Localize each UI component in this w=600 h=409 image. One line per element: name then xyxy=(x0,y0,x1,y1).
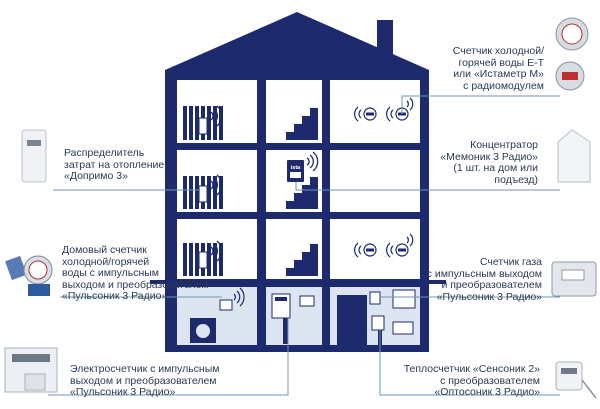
concentrator-illustration xyxy=(557,129,591,183)
heat-distributor-1 xyxy=(198,251,208,269)
water-meters-3 xyxy=(354,97,414,122)
label-water-meter: Счетчик холодной/ горячей воды Е-Т или «… xyxy=(452,45,544,92)
gas-meter-box xyxy=(392,289,416,309)
heat-meter-device xyxy=(371,315,385,331)
stairs-2 xyxy=(286,177,318,209)
concentrator-display xyxy=(290,172,301,178)
label-concentrator: Концентратор «Мемоник 3 Радио» (1 шт. на… xyxy=(440,139,538,186)
gas-converter xyxy=(369,291,381,305)
stairs-3 xyxy=(286,108,318,140)
label-heat-meter: Теплосчетчик «Сенсоник 2» с преобразоват… xyxy=(403,363,540,398)
line-heat xyxy=(379,330,560,396)
pulse-converter-basement-2 xyxy=(299,295,315,307)
water-meters-1 xyxy=(354,233,414,258)
label-electricity-meter: Электросчетчик с импульсным выходом и пр… xyxy=(70,363,220,398)
heat-distributor-2 xyxy=(198,185,208,203)
line-water-meter xyxy=(401,95,560,114)
ground-line xyxy=(150,280,446,284)
label-distributor: Распределитель затрат на отопление «Допр… xyxy=(64,147,165,182)
water-meter-illustration xyxy=(555,17,589,91)
pulse-converter-basement-1 xyxy=(219,299,233,311)
electric-riser xyxy=(283,318,288,344)
connector-lines xyxy=(48,95,560,396)
line-concentrator xyxy=(295,182,560,191)
chimney xyxy=(377,20,393,55)
stairs-1 xyxy=(286,244,318,276)
label-gas-meter: Счетчик газа с импульсным выходом и прео… xyxy=(426,256,542,303)
electricity-meter-illustration xyxy=(4,347,58,393)
ista-badge: ista xyxy=(291,165,301,171)
label-house-water-meter: Домовый счетчик холодной/горячей воды с … xyxy=(62,244,209,302)
washing-machine-door xyxy=(196,324,210,338)
basement-waves-icon xyxy=(233,287,245,307)
concentrator-waves-icon xyxy=(306,151,319,172)
line-electricity xyxy=(48,318,289,396)
heat-distributor-3 xyxy=(198,117,208,135)
electricity-meter-header xyxy=(275,297,287,301)
house-water-meter-illustration xyxy=(5,255,53,296)
heat-meter-converter xyxy=(392,321,414,335)
heat-meter-illustration xyxy=(555,361,597,399)
room-2-3 xyxy=(330,150,420,212)
boiler xyxy=(337,295,367,345)
radio-waves-icon xyxy=(210,105,223,262)
heat-cost-distributor-illustration xyxy=(21,129,47,183)
gas-meter-illustration xyxy=(551,261,597,297)
concentrator-device xyxy=(287,160,304,182)
